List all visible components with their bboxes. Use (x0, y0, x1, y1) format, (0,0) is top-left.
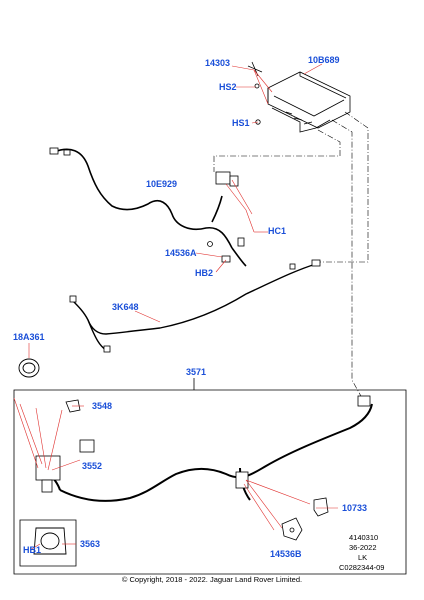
callout-10733: 10733 (342, 503, 368, 513)
callout-10e929: 10E929 (146, 179, 178, 189)
author-code: LK (358, 553, 368, 562)
copyright-notice: © Copyright, 2018 - 2022. Jaguar Land Ro… (121, 575, 303, 584)
callout-3563: 3563 (80, 539, 101, 549)
callout-3k648: 3K648 (112, 302, 139, 312)
inset-3563-frame (19, 519, 77, 567)
image-code: C0282344-09 (339, 563, 385, 572)
callout-14536b: 14536B (270, 549, 302, 559)
bracket-14536b-drawing (281, 517, 303, 541)
callout-3548: 3548 (92, 401, 113, 411)
grommet-18a361-drawing (18, 358, 40, 378)
callout-14303: 14303 (205, 58, 231, 68)
front-harness-drawing (53, 148, 247, 267)
callout-3571: 3571 (186, 367, 207, 377)
rear-harness-drawing (45, 403, 373, 502)
callout-hb1: HB1 (23, 545, 42, 555)
leader-lines (13, 63, 338, 551)
date-code: 36-2022 (349, 543, 377, 552)
assembly-3571-frame (13, 378, 407, 575)
cable-3k648-connectors (69, 259, 321, 353)
callout-hs2: HS2 (219, 82, 237, 92)
callout-hs1: HS1 (232, 118, 250, 128)
inset-3563-part (33, 527, 67, 555)
callout-3552: 3552 (82, 461, 103, 471)
callout-14536a: 14536A (165, 248, 197, 258)
callout-hb2: HB2 (195, 268, 214, 278)
cable-3k648-drawing (71, 263, 317, 351)
front-harness-connectors (49, 147, 245, 263)
callout-18a361: 18A361 (13, 332, 45, 342)
rear-harness-connectors (35, 395, 371, 493)
callout-hc1: HC1 (268, 226, 287, 236)
callout-10b689: 10B689 (308, 55, 340, 65)
connection-lines (213, 111, 369, 399)
bracket-10733-drawing (313, 497, 329, 517)
reference-number: 4140310 (349, 533, 379, 542)
